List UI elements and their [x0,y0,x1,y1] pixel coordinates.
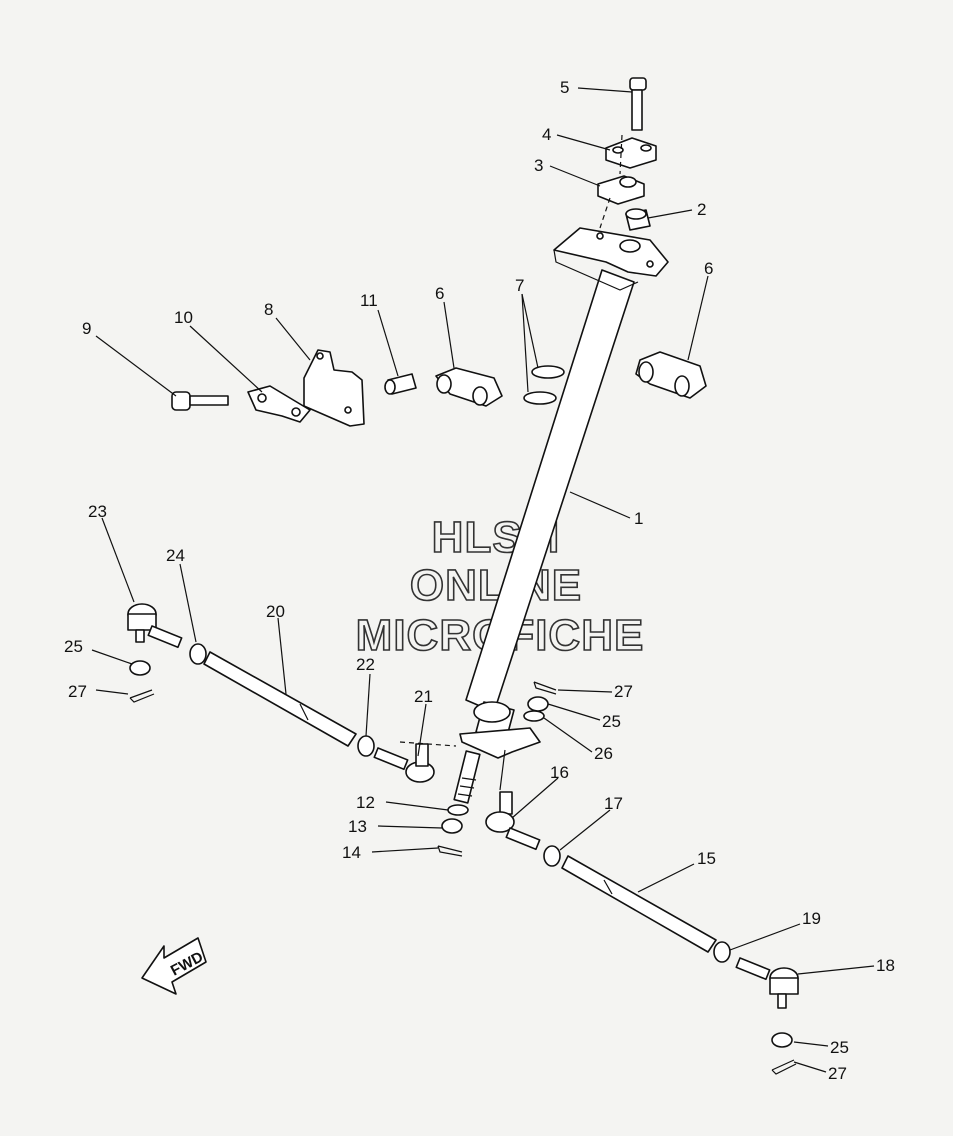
part-bushing-holder-6-right [635,351,707,399]
callout-25-right: 25 [830,1038,849,1057]
callout-12: 12 [356,793,375,812]
part-bolt-5 [599,77,647,229]
part-tie-rod-end-23 [127,603,183,649]
callout-8: 8 [264,300,273,319]
callout-2: 2 [697,200,706,219]
part-cotter-pin-14 [437,845,463,857]
callout-14: 14 [342,843,361,862]
part-column-top-plate [553,227,669,291]
part-tie-rod-end-21 [373,741,457,783]
callout-6-left: 6 [435,284,444,303]
part-tie-rod-20 [203,651,357,747]
callout-13: 13 [348,817,367,836]
part-washer-26 [523,710,545,722]
callout-4: 4 [542,125,551,144]
part-upper-clamp-4 [605,137,657,169]
callout-3: 3 [534,156,543,175]
part-cotter-pin-27-center [533,681,557,695]
part-nut-25-right [771,1032,793,1048]
callout-22: 22 [356,655,375,674]
callout-labels: 1 2 3 4 5 6 6 7 8 9 10 11 12 13 14 15 16… [64,78,895,1083]
part-nut-25-left [129,660,151,676]
callout-23: 23 [88,502,107,521]
callout-9: 9 [82,319,91,338]
fwd-direction-arrow: FWD [141,937,207,995]
part-locknut-22 [357,735,375,757]
callout-20: 20 [266,602,285,621]
callout-25-left: 25 [64,637,83,656]
callout-11: 11 [360,291,378,310]
callout-25-center: 25 [602,712,621,731]
part-lower-clamp-3 [597,175,645,205]
part-lock-plate-10 [247,385,311,423]
part-tie-rod-end-16 [485,791,541,851]
part-bushing-holder-6-left [435,367,503,407]
callout-15: 15 [697,849,716,868]
part-cotter-pin-27-right [771,1059,797,1075]
part-locknut-24 [189,643,207,665]
callout-leaders [91,87,875,1073]
part-cotter-pin-27-left [129,689,155,703]
part-washer-12 [447,804,469,816]
callout-16: 16 [550,763,569,782]
callout-21: 21 [414,687,433,706]
part-bracket-8 [303,349,365,427]
callout-24: 24 [166,546,185,565]
callout-17: 17 [604,794,623,813]
callout-10: 10 [174,308,193,327]
callout-6-right: 6 [704,259,713,278]
callout-27-right: 27 [828,1064,847,1083]
part-nut-13 [441,818,463,834]
callout-5: 5 [560,78,569,97]
part-bolt-9 [171,391,229,411]
callout-7: 7 [515,276,524,295]
callout-26: 26 [594,744,613,763]
watermark-line-2: ONLINE [410,561,582,610]
callout-1: 1 [634,509,643,528]
callout-19: 19 [802,909,821,928]
callout-18: 18 [876,956,895,975]
callout-27-center: 27 [614,682,633,701]
part-locknut-19 [713,941,731,963]
part-bushings-7 [523,365,565,405]
part-collar-11 [384,373,417,395]
part-steering-column [453,269,635,804]
part-nut-25-center [527,696,549,712]
part-locknut-17 [543,845,561,867]
callout-27-left: 27 [68,682,87,701]
part-bushing-2 [625,208,651,231]
part-tie-rod-end-18 [735,957,799,1009]
part-tie-rod-15 [561,855,717,953]
